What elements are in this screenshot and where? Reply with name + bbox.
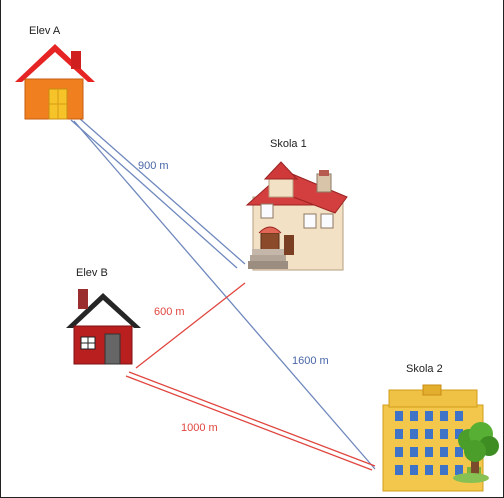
distance-a-to-skola2-label: 1600 m — [292, 355, 329, 367]
tree-icon — [453, 422, 499, 483]
distance-b-to-skola2-label: 1000 m — [181, 422, 218, 434]
route-a-to-skola1-line-2 — [78, 117, 246, 265]
route-b-to-skola2-line-1 — [125, 375, 373, 471]
elev-b-label: Elev B — [76, 267, 108, 279]
distance-a-to-skola1-label: 900 m — [138, 160, 169, 172]
route-b-to-skola2-line-2 — [128, 371, 376, 467]
skola-2-label: Skola 2 — [406, 363, 443, 375]
route-b-to-skola1-line — [135, 282, 246, 369]
distance-b-to-skola1-label: 600 m — [154, 306, 185, 318]
elev-b-house-icon — [66, 289, 141, 365]
route-a-to-skola2-line — [73, 120, 376, 470]
skola-1-label: Skola 1 — [270, 138, 307, 150]
red-routes — [125, 282, 376, 471]
skola-1-building-icon — [245, 161, 348, 271]
route-a-to-skola1-line-1 — [70, 119, 238, 269]
elev-a-label: Elev A — [29, 25, 61, 37]
elev-a-house-icon — [15, 44, 95, 120]
blue-routes — [70, 117, 376, 470]
